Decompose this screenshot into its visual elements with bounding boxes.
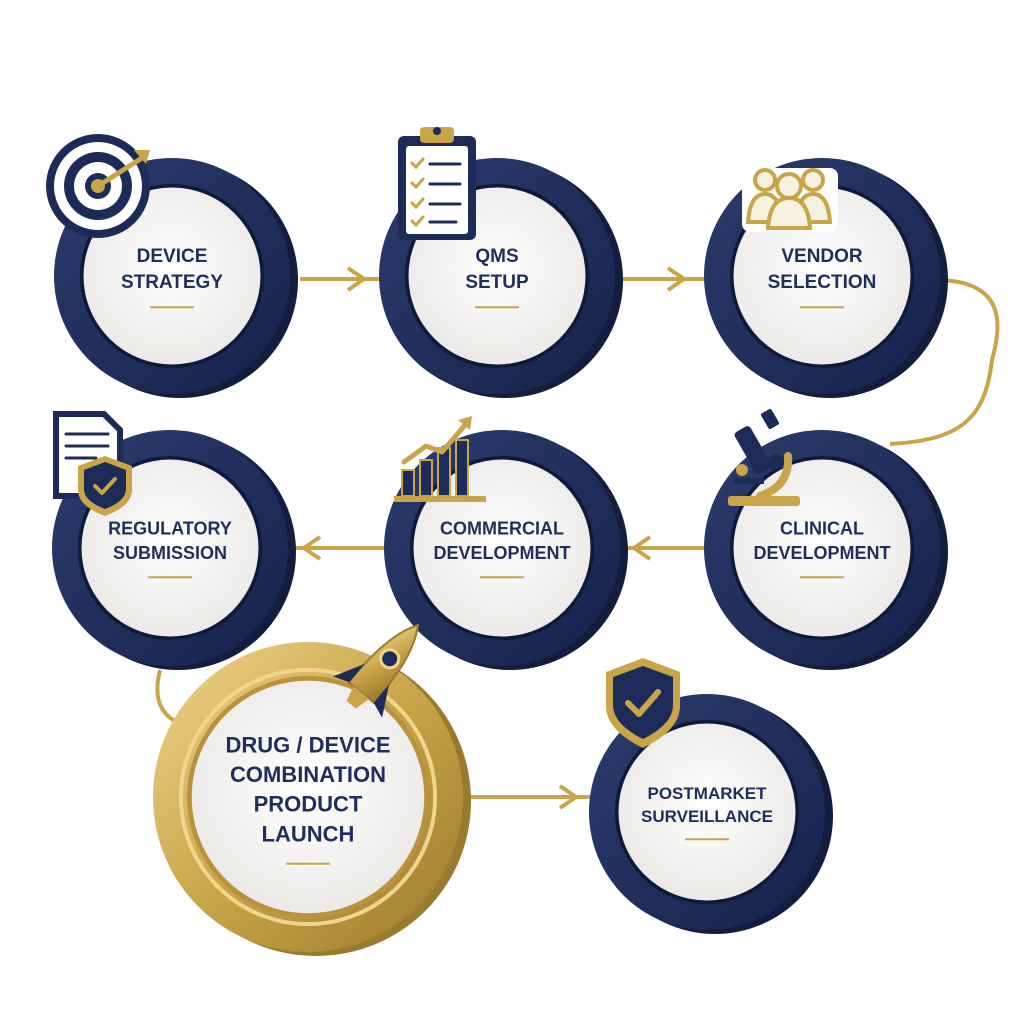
node-label-line: VENDOR: [781, 246, 863, 267]
connector-arrow: [620, 535, 710, 561]
growth-chart-icon: [394, 416, 486, 502]
connector-arrow: [615, 266, 710, 292]
microscope-icon: [728, 408, 800, 506]
node-label-line: REGULATORY: [108, 519, 232, 539]
ring-face: [618, 723, 796, 901]
node-label-line: LAUNCH: [262, 821, 355, 846]
node-label-line: SELECTION: [768, 272, 877, 293]
shield-check-icon: [606, 658, 680, 748]
node-label-line: COMMERCIAL: [440, 519, 564, 539]
connector-arrow: [470, 784, 598, 810]
node-label-line: SETUP: [465, 272, 529, 293]
node-label-line: COMBINATION: [230, 762, 386, 787]
target-icon: [46, 134, 150, 238]
node-label-line: POSTMARKET: [648, 784, 768, 803]
icons: [46, 127, 838, 748]
node-label-line: DEVELOPMENT: [753, 543, 890, 563]
node-product-launch: DRUG / DEVICE COMBINATION PRODUCT LAUNCH: [153, 642, 471, 956]
node-label-line: DEVICE: [137, 246, 208, 267]
connector-arrow: [290, 535, 392, 561]
connector-arrow: [300, 266, 382, 292]
node-label-line: STRATEGY: [121, 272, 223, 293]
document-shield-icon: [53, 411, 132, 516]
people-group-icon: [742, 168, 838, 232]
node-label-line: QMS: [475, 246, 518, 267]
connector-curve: [889, 278, 1000, 446]
rocket-icon: [333, 623, 420, 718]
ring-highlight: [178, 667, 438, 927]
node-postmarket-surveillance: POSTMARKET SURVEILLANCE: [589, 694, 833, 934]
node-label-line: SUBMISSION: [113, 543, 227, 563]
node-label-line: DEVELOPMENT: [433, 543, 570, 563]
ring-face: [83, 187, 261, 365]
node-label-line: DRUG / DEVICE: [225, 732, 390, 757]
ring-face: [191, 680, 425, 914]
ring-face: [413, 459, 591, 637]
nodes: DEVICE STRATEGY QMS SETUP VENDOR SELECTION CLI…: [52, 158, 948, 956]
clipboard-checklist-icon: [398, 127, 476, 240]
node-label-line: CLINICAL: [780, 519, 864, 539]
node-label-line: PRODUCT: [254, 792, 363, 817]
node-label-line: SURVEILLANCE: [641, 807, 773, 826]
